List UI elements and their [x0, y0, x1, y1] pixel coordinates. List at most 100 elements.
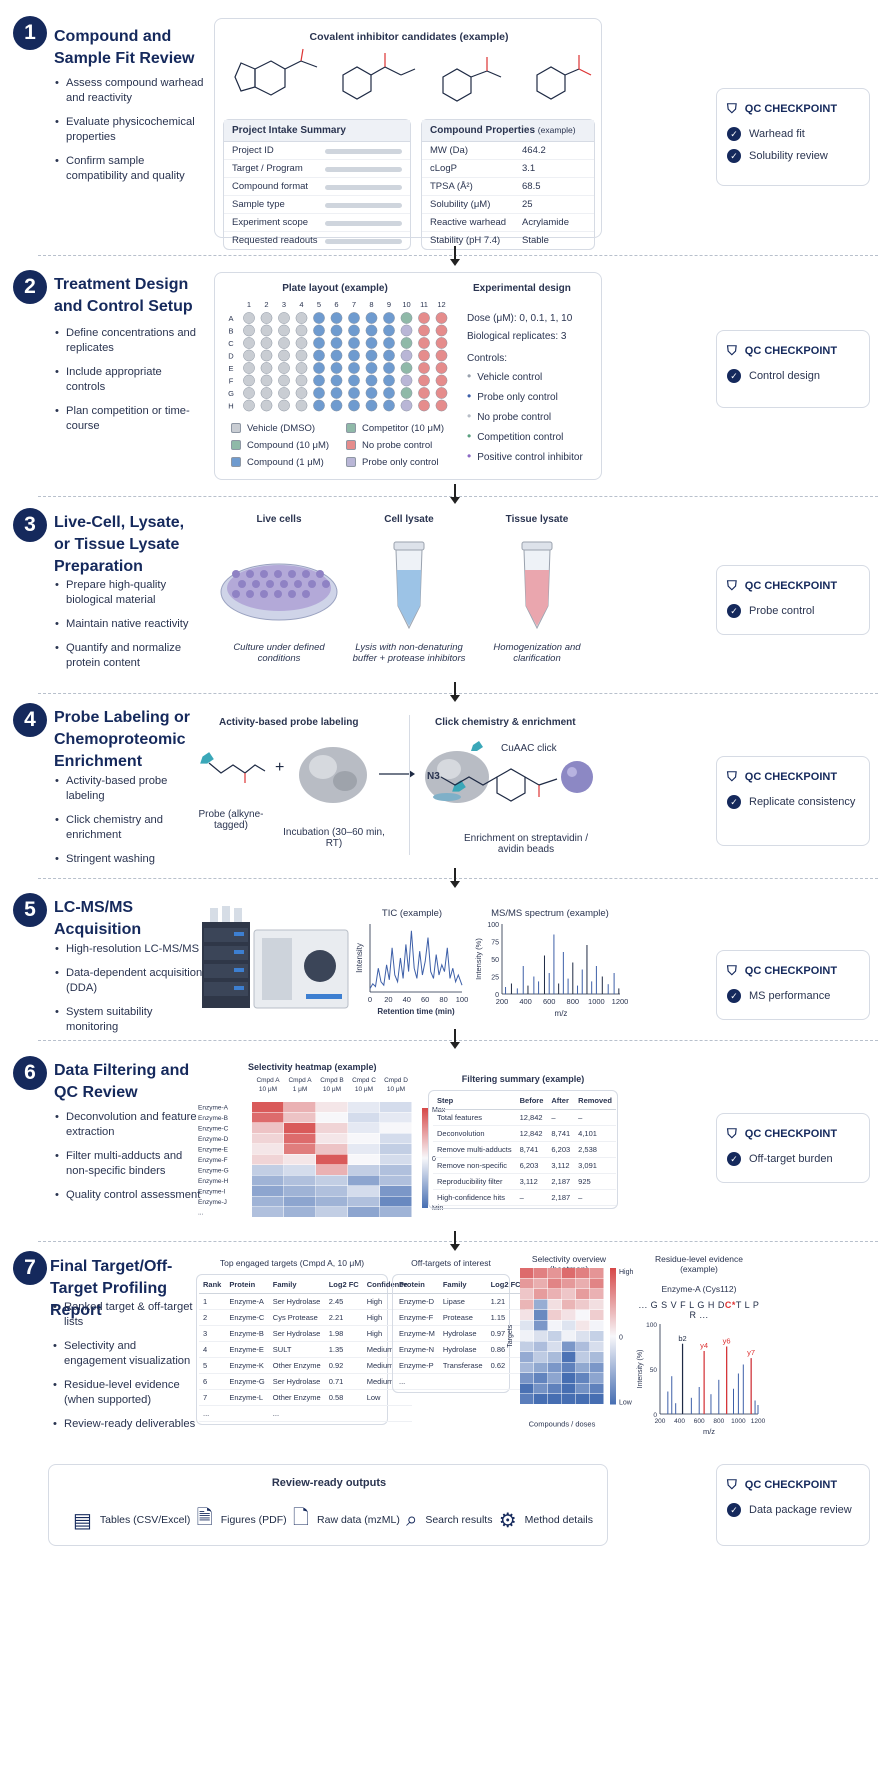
tic-title: TIC (example) [381, 908, 443, 919]
filter-cell: Total features [433, 1109, 516, 1126]
heat-cell [284, 1123, 316, 1133]
intake-row: Experiment scope [224, 214, 410, 232]
tube-cap [393, 541, 425, 551]
bullet-item: Deconvolution and feature extraction [54, 1110, 204, 1140]
plate-well [278, 387, 290, 399]
qc-checkpoint-2: ⛉QC CHECKPOINT ✓Control design [716, 330, 870, 408]
plate-well [365, 374, 378, 387]
bullet-item: Plan competition or time-course [54, 404, 204, 434]
sel-cell [548, 1341, 562, 1352]
section-4-bullets: Activity-based probe labelingClick chemi… [54, 774, 204, 876]
qc-item: ✓Replicate consistency [727, 795, 859, 809]
qc-checkpoint-5: ⛉QC CHECKPOINT ✓MS performance [716, 950, 870, 1020]
heat-cell [284, 1175, 316, 1186]
properties-title: Compound Properties (example) [422, 120, 594, 142]
tube-icon [393, 541, 425, 630]
cell [232, 570, 240, 578]
off-targets-cell: 1.15 [486, 1309, 525, 1326]
sel-scale-mid: 0 [619, 1334, 623, 1341]
plate-well [313, 387, 325, 399]
res-y-tick: 0 [653, 1412, 657, 1419]
top-targets-cell [362, 1405, 412, 1422]
sel-cell [562, 1278, 576, 1289]
sel-cell [576, 1331, 590, 1341]
sel-cell [534, 1299, 548, 1310]
heat-col-label: Cmpd D [384, 1077, 408, 1084]
plate-well [383, 312, 395, 324]
lc-ms-instrument [202, 906, 349, 1009]
check-icon: ✓ [727, 1503, 741, 1517]
property-key: cLogP [430, 163, 457, 174]
legend-item: No probe control [346, 440, 461, 451]
plate-well [313, 399, 325, 412]
sel-cell [534, 1278, 548, 1289]
sel-cell [534, 1394, 548, 1404]
bullet-item: Include appropriate controls [54, 365, 204, 395]
sel-cell [590, 1320, 604, 1331]
top-targets-head-cell: Protein [225, 1277, 269, 1294]
ms-y-tick: 100 [487, 922, 499, 929]
heat-row-label: Enzyme-D [198, 1136, 229, 1143]
property-row: Solubility (μM)25 [422, 196, 594, 214]
cell [260, 590, 268, 598]
heat-cell [316, 1207, 348, 1217]
cell [260, 570, 268, 578]
plate-well [295, 399, 308, 412]
heat-cell [284, 1196, 316, 1207]
qc-item: ✓Probe control [727, 604, 859, 618]
heat-cell [252, 1112, 284, 1123]
off-targets-head-cell: Protein [395, 1277, 439, 1294]
top-targets-cell: 2.21 [324, 1309, 363, 1326]
heat-cell [380, 1123, 412, 1133]
cell [288, 570, 296, 578]
top-targets-cell: 1.35 [324, 1341, 363, 1358]
top-targets-cell: Other Enzyme [268, 1357, 325, 1374]
plate-well [278, 349, 290, 362]
cell [238, 580, 246, 588]
res-x-label: m/z [703, 1427, 715, 1436]
filter-cell: 3,112 [515, 1173, 548, 1190]
legend-swatch [231, 440, 241, 451]
click-title: Click chemistry & enrichment [435, 717, 576, 728]
heat-cell [380, 1186, 412, 1196]
filter-cell: – [574, 1109, 616, 1126]
heat-cell [284, 1133, 316, 1144]
filter-cell: 12,842 [515, 1109, 548, 1126]
heat-cell [252, 1102, 284, 1112]
property-key: Stability (pH 7.4) [430, 235, 501, 246]
qc-item-label: Data package review [749, 1504, 852, 1516]
heat-cell [316, 1123, 348, 1133]
heat-cell [348, 1133, 380, 1144]
heat-cell [316, 1102, 348, 1112]
tic-x-tick: 80 [439, 995, 447, 1004]
top-targets-cell: Enzyme-K [225, 1357, 269, 1374]
plate-well [295, 324, 308, 337]
heat-row-label: Enzyme-J [198, 1199, 227, 1206]
property-key: TPSA (Å²) [430, 181, 473, 192]
plate-well [365, 349, 378, 362]
tube-cap [521, 541, 553, 551]
plate-well [260, 312, 273, 324]
sel-cell [548, 1320, 562, 1331]
plate-row-label: E [228, 364, 233, 373]
sel-scale-bar [610, 1268, 616, 1405]
plate-well [365, 324, 378, 337]
plate-well [348, 337, 360, 349]
sel-cell [576, 1383, 590, 1394]
heat-cell [316, 1133, 348, 1144]
placeholder-bar [324, 185, 402, 190]
plate-well [243, 349, 255, 362]
plus-sign: + [275, 759, 285, 776]
incubation-label: Incubation (30–60 min, RT) [283, 827, 385, 849]
control-item: •Vehicle control [467, 369, 583, 383]
res-title: Residue-level evidence (example) [655, 1254, 743, 1274]
sel-cell [520, 1289, 534, 1299]
property-key: Reactive warhead [430, 217, 507, 228]
intake-row: Project ID [224, 142, 410, 160]
plate-legend: Vehicle (DMSO)Competitor (10 μM)Compound… [231, 423, 461, 468]
